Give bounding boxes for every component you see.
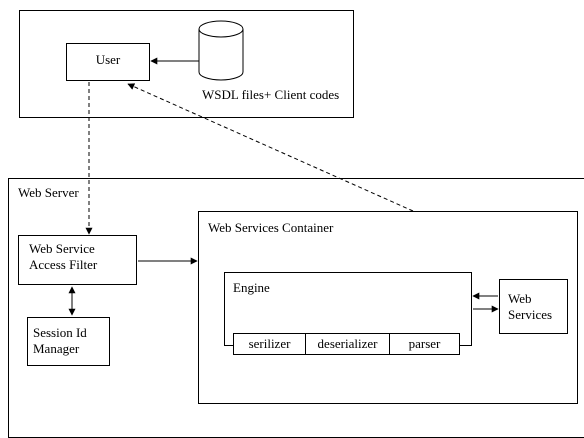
engine-components-bar: serilizer deserializer parser: [233, 333, 460, 355]
user-label: User: [95, 52, 121, 67]
web-server-title: Web Server: [18, 185, 79, 200]
access-filter-label-1: Web Service: [29, 241, 95, 256]
access-filter-box: Web Service Access Filter: [18, 235, 137, 285]
web-services-label-2: Services: [508, 307, 553, 322]
serializer-component: serilizer: [234, 334, 306, 354]
deserializer-component: deserializer: [306, 334, 390, 354]
user-box: User: [66, 43, 150, 81]
web-services-box: Web Services: [499, 279, 568, 334]
engine-title: Engine: [233, 280, 270, 295]
session-manager-label-2: Manager: [33, 341, 80, 356]
architecture-diagram: User WSDL files+ Client codes Web Server…: [8, 10, 584, 438]
session-manager-label-1: Session Id: [33, 325, 87, 340]
web-services-label-1: Web: [508, 291, 532, 306]
database-label: WSDL files+ Client codes: [202, 87, 340, 102]
access-filter-label-2: Access Filter: [29, 257, 98, 272]
session-manager-box: Session Id Manager: [27, 317, 110, 366]
parser-component: parser: [408, 336, 441, 351]
services-container-title: Web Services Container: [208, 220, 334, 235]
